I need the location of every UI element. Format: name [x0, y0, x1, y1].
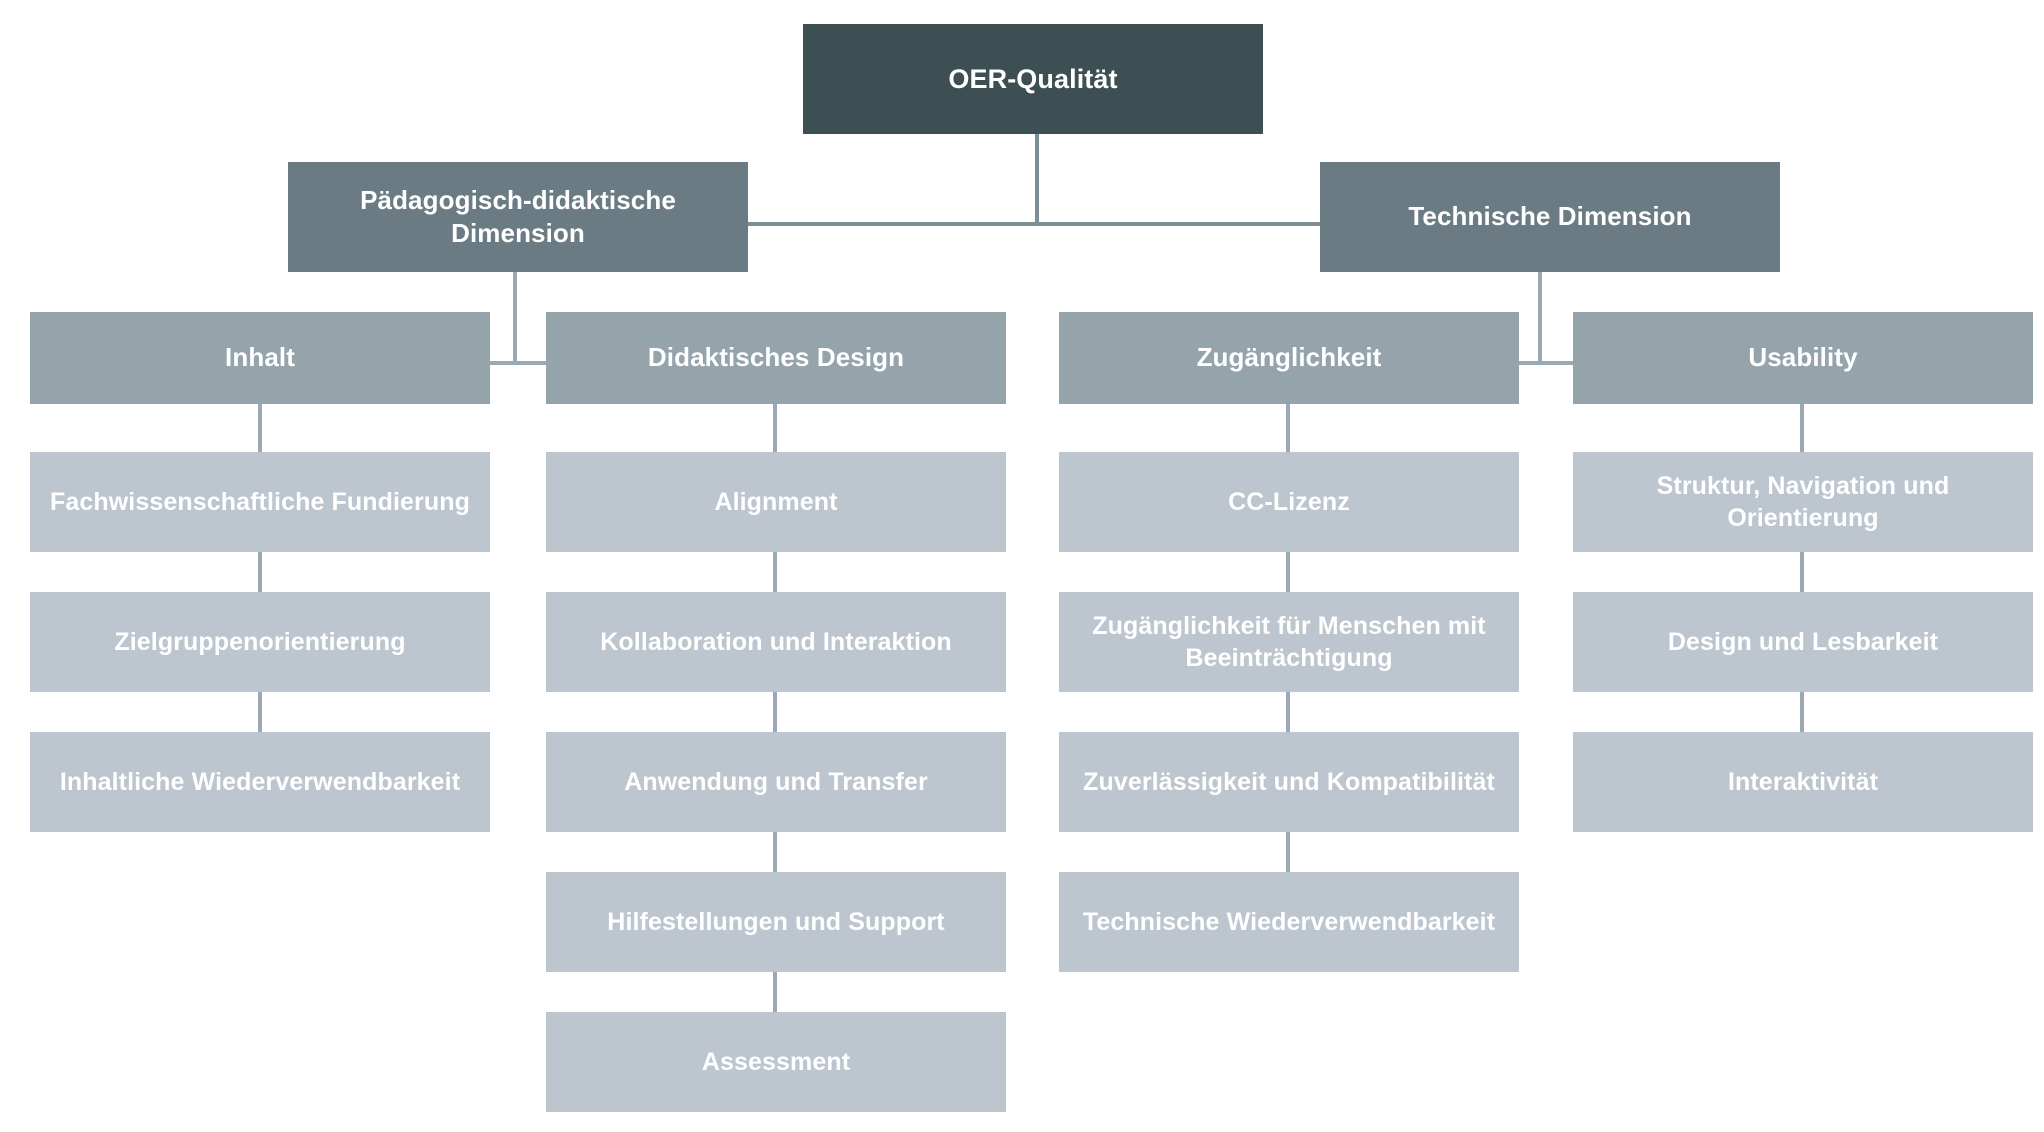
- node-criterion-zielgruppenorientierung[interactable]: Zielgruppenorientierung: [30, 592, 490, 692]
- node-label: Fachwissenschaftliche Fundierung: [50, 488, 470, 516]
- node-dimension-technisch[interactable]: Technische Dimension: [1320, 162, 1780, 272]
- connector-zugang-stem: [1286, 404, 1290, 452]
- connector-usability-gap-1: [1800, 552, 1804, 596]
- node-criterion-design-und-lesbarkeit[interactable]: Design und Lesbarkeit: [1573, 592, 2033, 692]
- node-criterion-interaktivitaet[interactable]: Interaktivität: [1573, 732, 2033, 832]
- node-criterion-hilfestellungen-und-support[interactable]: Hilfestellungen und Support: [546, 872, 1006, 972]
- node-label: Interaktivität: [1727, 768, 1879, 796]
- node-label: Kollaboration und Interaktion: [600, 628, 952, 656]
- connector-zugang-gap-3: [1286, 832, 1290, 876]
- connector-didaktik-gap-1: [773, 552, 777, 596]
- node-criterion-kollaboration-und-interaktion[interactable]: Kollaboration und Interaktion: [546, 592, 1006, 692]
- node-label: Hilfestellungen und Support: [607, 908, 945, 936]
- node-label: Technische Dimension: [1408, 201, 1692, 232]
- node-label: Didaktisches Design: [647, 342, 905, 373]
- node-label: Assessment: [701, 1048, 851, 1076]
- node-criterion-assessment[interactable]: Assessment: [546, 1012, 1006, 1112]
- node-criterion-inhaltliche-wiederverwendbarkeit[interactable]: Inhaltliche Wiederverwendbarkeit: [30, 732, 490, 832]
- connector-zugang-gap-1: [1286, 552, 1290, 596]
- connector-inhalt-gap-1: [258, 552, 262, 596]
- node-label: CC-Lizenz: [1228, 488, 1350, 516]
- node-criterion-fachwissenschaftliche-fundierung[interactable]: Fachwissenschaftliche Fundierung: [30, 452, 490, 552]
- node-criterion-zuverlaessigkeit-und-kompatibilitaet[interactable]: Zuverlässigkeit und Kompatibilität: [1059, 732, 1519, 832]
- node-category-inhalt[interactable]: Inhalt: [30, 312, 490, 404]
- node-label: Usability: [1748, 342, 1858, 373]
- connector-tech-horizontal: [1513, 361, 1573, 365]
- node-label: Zugänglichkeit für Menschen mit Beeinträ…: [1092, 612, 1486, 672]
- node-label: OER-Qualität: [948, 63, 1118, 94]
- connector-usability-gap-2: [1800, 692, 1804, 736]
- connector-paed-vertical: [513, 268, 517, 363]
- connector-zugang-gap-2: [1286, 692, 1290, 736]
- node-criterion-alignment[interactable]: Alignment: [546, 452, 1006, 552]
- connector-usability-stem: [1800, 404, 1804, 452]
- node-label: Zugänglichkeit: [1196, 342, 1382, 373]
- connector-inhalt-stem: [258, 404, 262, 452]
- node-dimension-paedagogisch-didaktisch[interactable]: Pädagogisch-didaktische Dimension: [288, 162, 748, 272]
- node-label: Technische Wiederverwendbarkeit: [1082, 908, 1496, 936]
- node-root-oer-qualitaet[interactable]: OER-Qualität: [803, 24, 1263, 134]
- node-label: Pädagogisch-didaktische Dimension: [360, 184, 676, 248]
- node-criterion-technische-wiederverwendbarkeit[interactable]: Technische Wiederverwendbarkeit: [1059, 872, 1519, 972]
- connector-root-vertical: [1035, 133, 1039, 224]
- connector-didaktik-gap-2: [773, 692, 777, 736]
- connector-didaktik-stem: [773, 404, 777, 452]
- node-label: Struktur, Navigation und Orientierung: [1656, 472, 1950, 532]
- node-label: Inhalt: [225, 342, 295, 373]
- node-category-zugaenglichkeit[interactable]: Zugänglichkeit: [1059, 312, 1519, 404]
- node-label: Inhaltliche Wiederverwendbarkeit: [59, 768, 461, 796]
- node-label: Anwendung und Transfer: [624, 768, 928, 796]
- node-label: Zielgruppenorientierung: [114, 628, 406, 656]
- node-criterion-anwendung-und-transfer[interactable]: Anwendung und Transfer: [546, 732, 1006, 832]
- node-criterion-cc-lizenz[interactable]: CC-Lizenz: [1059, 452, 1519, 552]
- connector-didaktik-gap-3: [773, 832, 777, 876]
- node-label: Design und Lesbarkeit: [1667, 628, 1939, 656]
- node-label: Zuverlässigkeit und Kompatibilität: [1083, 768, 1495, 796]
- node-criterion-struktur-navigation-und-orientierung[interactable]: Struktur, Navigation und Orientierung: [1573, 452, 2033, 552]
- connector-dimension-horizontal: [745, 222, 1325, 226]
- node-label: Alignment: [714, 488, 838, 516]
- connector-paed-horizontal: [489, 361, 549, 365]
- node-criterion-zugaenglichkeit-fuer-menschen-mit-beeintraechtigung[interactable]: Zugänglichkeit für Menschen mit Beeinträ…: [1059, 592, 1519, 692]
- connector-didaktik-gap-4: [773, 972, 777, 1016]
- connector-tech-vertical: [1538, 268, 1542, 363]
- node-category-usability[interactable]: Usability: [1573, 312, 2033, 404]
- node-category-didaktisches-design[interactable]: Didaktisches Design: [546, 312, 1006, 404]
- connector-inhalt-gap-2: [258, 692, 262, 736]
